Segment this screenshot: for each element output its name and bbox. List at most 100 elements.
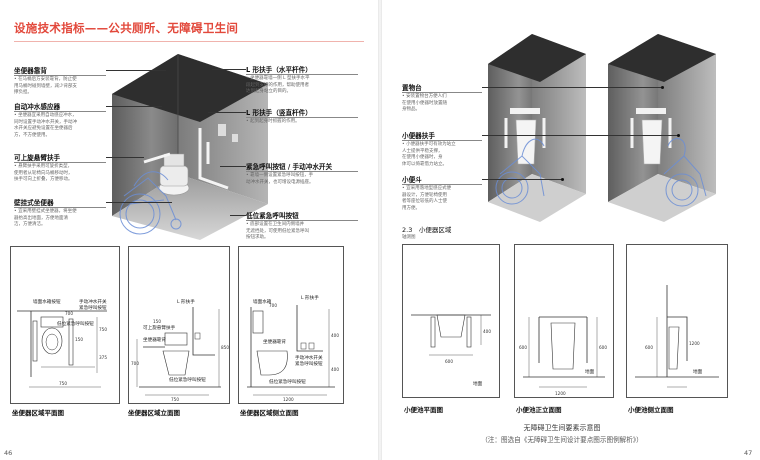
urinal-plan-dim: 600 [445, 359, 453, 364]
callout-note: • 底部设置在卫生间内侧墙并无遮挡处，可使用低位紧急呼叫按钮求助。 [246, 222, 309, 241]
drawing-caption: 坐便器区域侧立面图 [240, 409, 299, 417]
urinal-front-dim: 600 [519, 345, 527, 350]
side-dim: 400 [331, 367, 339, 372]
urinal-side-elevation-drawing: 600 1200 地面 [626, 244, 728, 398]
plan-dim: 150 [75, 337, 83, 342]
callout-note: • 在马桶后方安装靠背，防止使用马桶时碰到墙壁，减少背部支撑负担。 [14, 77, 77, 96]
callout-title-l-bar-horizontal: L 形扶手（水平杆件） [246, 66, 312, 74]
side-dim: 1200 [283, 397, 294, 402]
leader-dot [677, 134, 680, 137]
leader-dot [661, 86, 664, 89]
side-label-mid2: 手动冲水开关 [295, 354, 323, 361]
leader-line [482, 135, 678, 136]
leader-dot [561, 178, 564, 181]
callout-rule [246, 220, 358, 221]
urinal-plan-drawing: 600 400 地面 [402, 244, 500, 398]
callout-title-wall-hung-toilet: 壁挂式坐便器 [14, 199, 54, 207]
urinal-front-dim: 1200 [555, 391, 566, 396]
page-number: 46 [4, 449, 13, 457]
side-label-mid3: 紧急呼叫按钮 [295, 360, 323, 367]
callout-title-urinal-grab-bar: 小便器扶手 [402, 132, 435, 140]
plan-label-top: 墙面水箱按钮 [33, 298, 61, 305]
callout-note: • 坐便器宜采用自动感应冲水，同时设置手动冲水开关，手动冲水开关应避免设置在坐便… [14, 113, 77, 138]
plan-dim: 750 [59, 381, 67, 386]
leader-line [230, 215, 246, 216]
page-title: 设施技术指标——公共厕所、无障碍卫生间 [14, 21, 239, 35]
drawing-caption: 小便池平面图 [404, 406, 443, 414]
callout-rule [402, 92, 482, 93]
callout-title-l-bar-vertical: L 形扶手（竖直杆件） [246, 109, 312, 117]
urinal-plan-floor-label: 地面 [473, 380, 483, 387]
callout-rule [14, 162, 106, 163]
callout-rule [246, 74, 358, 75]
leader-line [212, 69, 246, 70]
drawing-caption: 小便池侧立面图 [628, 406, 674, 414]
title-underline [14, 41, 364, 42]
callout-title-shelf: 置物台 [402, 84, 422, 92]
urinal-side-dim: 1200 [689, 341, 700, 346]
toilet-plan-drawing: 墙面水箱按钮 手动冲水开关 紧急呼叫按钮 低位紧急呼叫按钮 700 150 75… [10, 246, 120, 404]
right-page: 置物台 • 安装置物台方便人们在使用小便器时放置随身物品。 小便器扶手 • 小便… [382, 0, 760, 460]
plan-dim: 750 [99, 327, 107, 332]
callout-note: • 坐便器靠墙一侧 L 型扶手水平段起到支撑的作用，帮助使用者达到起身站立的目的… [246, 76, 310, 95]
urinal-front-floor-label: 地面 [585, 368, 595, 375]
plan-label-low: 低位紧急呼叫按钮 [57, 320, 94, 327]
callout-note: • 宜采用壁挂式坐便器，将坐便器抬高出地面，方便地面清洁，方便清洁。 [14, 209, 77, 228]
toilet-room-illustration [112, 54, 268, 240]
drawing-caption: 坐便器区域平面图 [12, 409, 64, 417]
leader-line [482, 87, 662, 88]
toilet-front-elevation-drawing: L 形扶手 可上旋悬臂扶手 坐便器靠背 低位紧急呼叫按钮 150 700 850… [128, 246, 230, 404]
callout-note: • 小便器扶手可有效为站立人士提供平稳支撑，在使用小便器时，身体可以倚靠借力站立… [402, 142, 456, 167]
side-dim: 700 [269, 303, 277, 308]
urinal-front-elevation-drawing: 600 600 1200 地面 [514, 244, 614, 398]
left-page: 设施技术指标——公共厕所、无障碍卫生间 [0, 0, 378, 460]
callout-title-low-emergency-button: 低位紧急呼叫按钮 [246, 212, 299, 220]
figure-source-note: （注：图选自《无障碍卫生间设计要点图示图例解析》） [481, 436, 643, 444]
callout-rule [14, 111, 106, 112]
leader-line [106, 106, 162, 107]
callout-note: • 靠墙一侧设置紧急呼叫按钮，手动冲水开关，也可增设电源插座。 [246, 173, 314, 185]
plan-dim: 700 [65, 311, 73, 316]
callout-note: • 宜采用落地型感应式便器设计，方便轮椅使用者等座位较低的人士使用方便。 [402, 186, 452, 211]
leader-line [106, 202, 172, 203]
leader-line [220, 166, 246, 167]
front-label-mid2: 坐便器靠背 [143, 336, 166, 343]
front-label-low: 低位紧急呼叫按钮 [169, 376, 206, 383]
callout-note: • 安装置物台方便人们在使用小便器时放置随身物品。 [402, 94, 447, 113]
side-label-right-top: L 形扶手 [301, 294, 319, 301]
callout-title-seat-backrest: 坐便器靠背 [14, 67, 47, 75]
plan-label-right-top: 手动冲水开关 [79, 298, 107, 305]
callout-title-auto-flush-sensor: 自动冲水感应器 [14, 103, 61, 111]
front-label-top: L 形扶手 [177, 298, 195, 305]
drawing-caption: 坐便器区域立面图 [128, 409, 180, 417]
section-subheading: 轴测图 [402, 235, 416, 240]
callout-title-swing-up-grab-bar: 可上旋悬臂扶手 [14, 154, 61, 162]
leader-line [208, 112, 246, 113]
side-label-mid1: 坐便器靠背 [263, 338, 286, 345]
callout-rule [14, 207, 106, 208]
side-dim: 400 [331, 333, 339, 338]
leader-line [106, 157, 144, 158]
front-dim: 700 [131, 361, 139, 366]
callout-rule [402, 140, 482, 141]
callout-rule [14, 75, 106, 76]
callout-rule [246, 117, 358, 118]
urinal-side-floor-label: 地面 [693, 368, 703, 375]
front-dim: 750 [171, 397, 179, 402]
figure-caption: 无障碍卫生间要素示意图 [523, 424, 601, 432]
callout-rule [402, 184, 482, 185]
book-gutter [378, 0, 382, 460]
section-heading: 2.3 小便器区域 [402, 226, 452, 234]
callout-rule [246, 171, 358, 172]
side-label-low: 低位紧急呼叫按钮 [269, 378, 306, 385]
callout-title-emergency-call-flush: 紧急呼叫按钮 / 手动冲水开关 [246, 163, 333, 171]
urinal-room-illustration-1 [488, 34, 586, 222]
page-number: 47 [744, 449, 753, 457]
front-dim: 850 [221, 345, 229, 350]
urinal-side-dim: 600 [645, 345, 653, 350]
leader-line [106, 70, 166, 71]
urinal-room-illustration-2 [608, 34, 716, 222]
front-dim: 150 [153, 319, 161, 324]
leader-line [482, 179, 562, 180]
toilet-side-elevation-drawing: 墙面水箱 L 形扶手 坐便器靠背 手动冲水开关 紧急呼叫按钮 低位紧急呼叫按钮 … [238, 246, 344, 404]
